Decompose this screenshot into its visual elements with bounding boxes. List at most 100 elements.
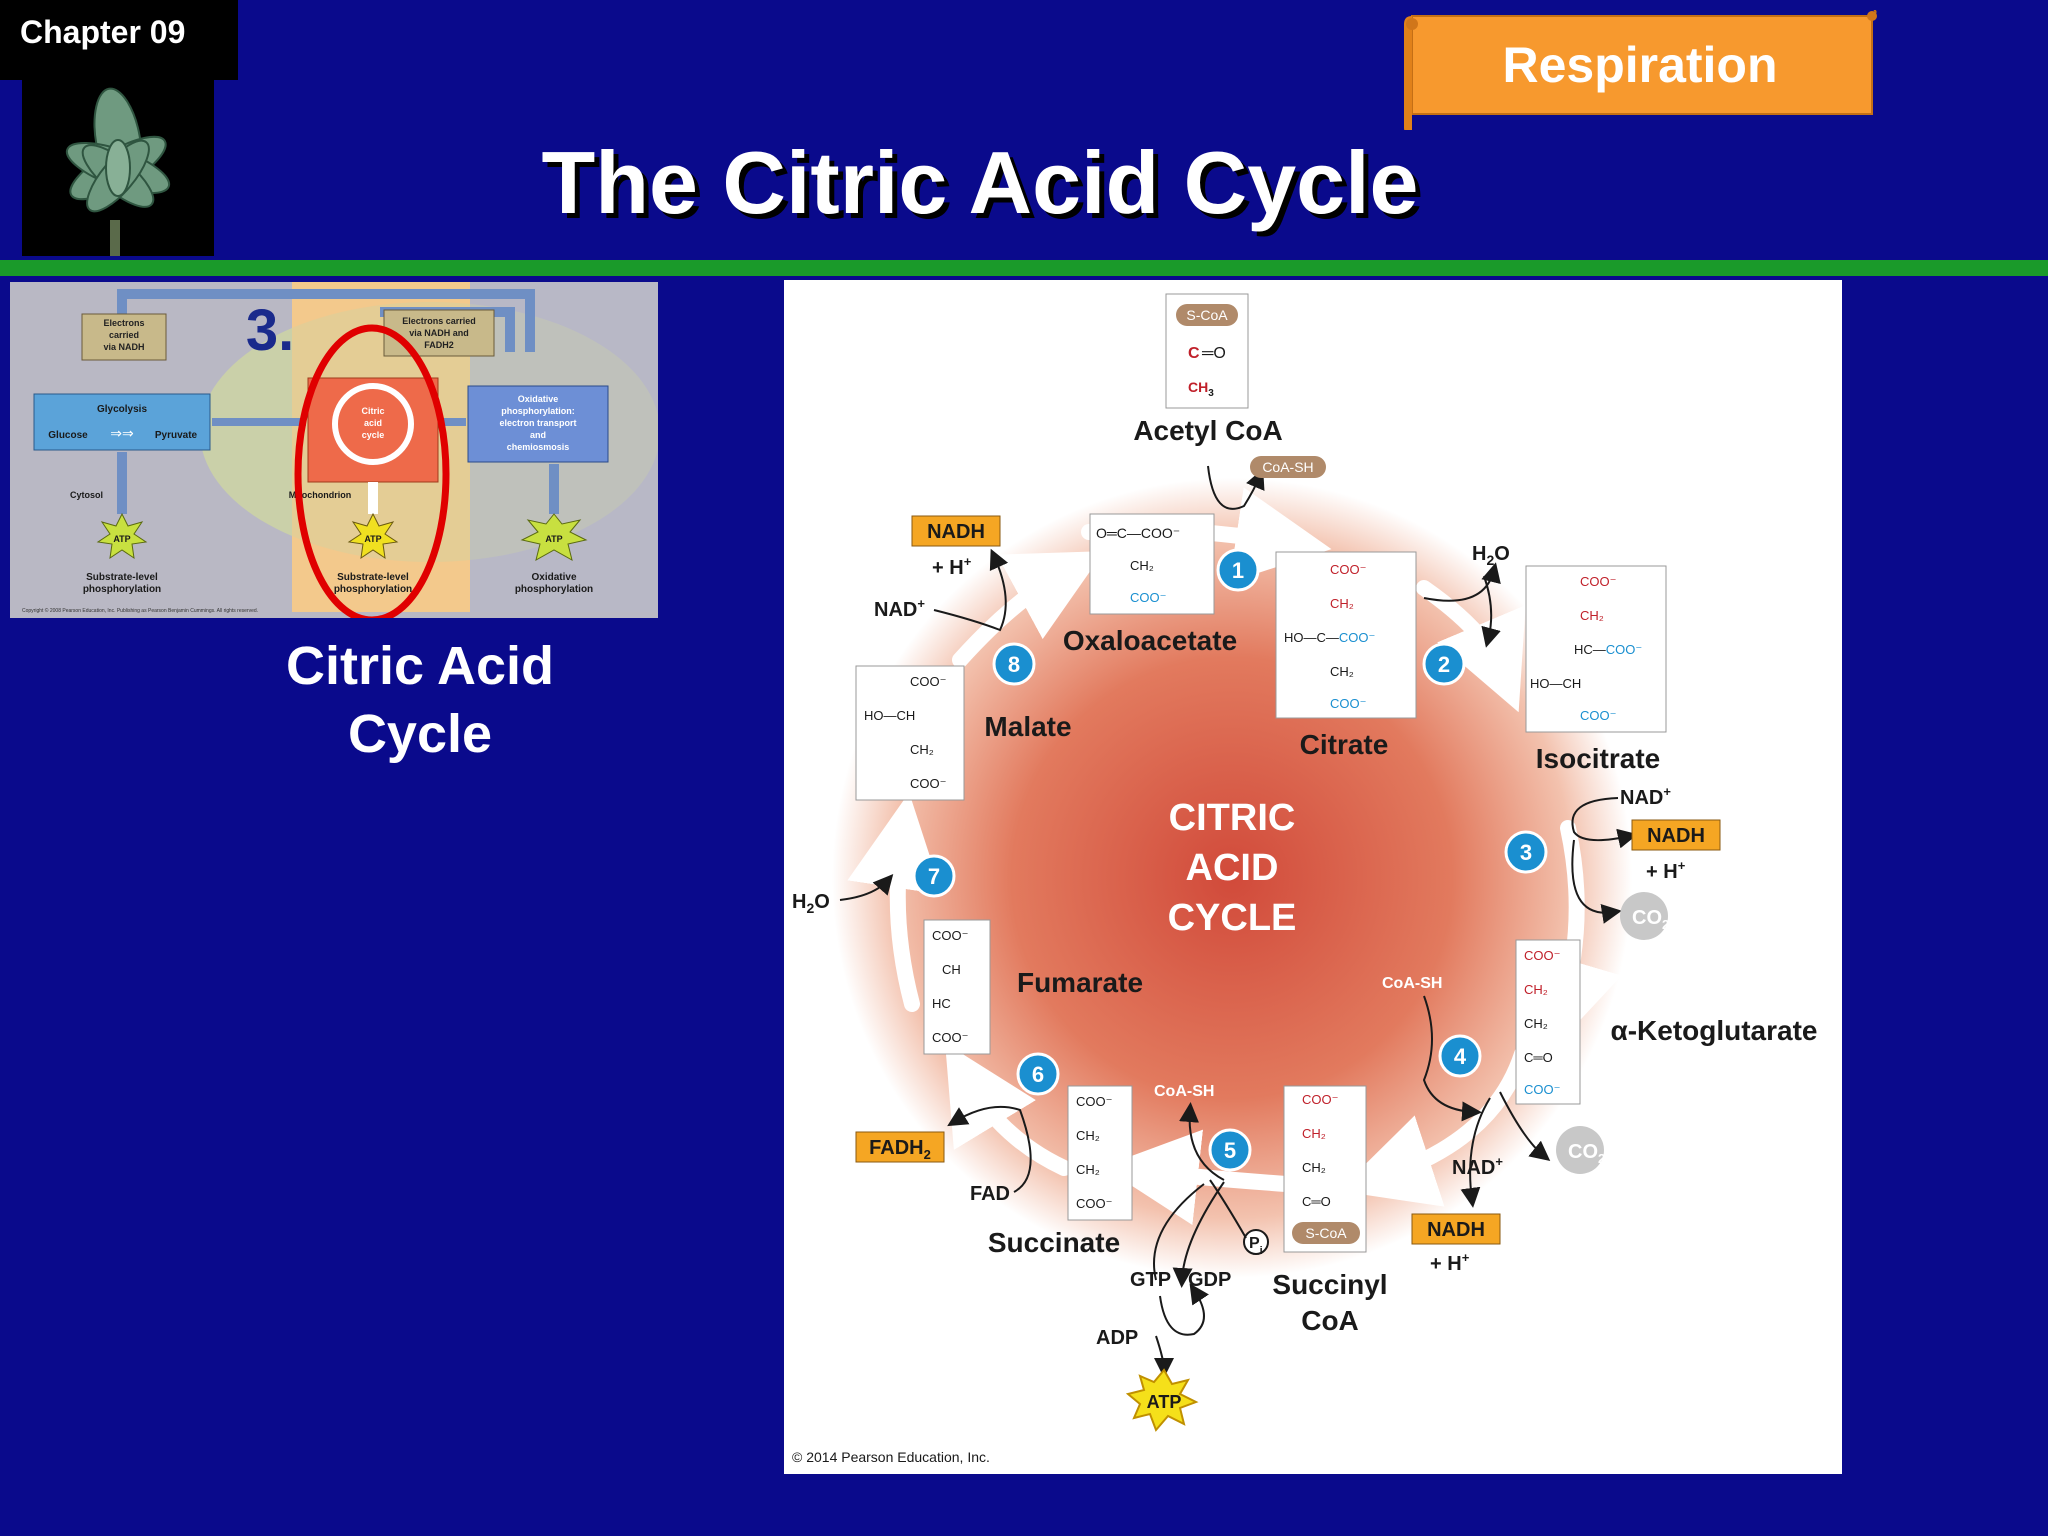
svg-text:CH₂: CH₂ bbox=[1302, 1160, 1326, 1175]
banner-text: Respiration bbox=[1502, 37, 1778, 93]
fadh2-label: FADH2 bbox=[869, 1137, 931, 1162]
fumarate-structure: COO⁻ CH HC COO⁻ bbox=[923, 919, 991, 1055]
step-8-marker: 8 bbox=[1008, 652, 1020, 677]
coa-sh-step5: CoA-SH bbox=[1154, 1083, 1214, 1100]
svg-text:and: and bbox=[530, 430, 546, 440]
center-label-line2: ACID bbox=[1186, 847, 1279, 889]
s-coa-tag: S-CoA bbox=[1305, 1225, 1347, 1241]
svg-text:COO⁻: COO⁻ bbox=[1330, 562, 1366, 577]
svg-text:phosphorylation:: phosphorylation: bbox=[501, 406, 575, 416]
nad-step3: NAD+ bbox=[1620, 784, 1671, 809]
nadh-step4: NADH bbox=[1427, 1219, 1485, 1241]
svg-text:via NADH and: via NADH and bbox=[409, 328, 469, 338]
svg-text:COO⁻: COO⁻ bbox=[1524, 1082, 1560, 1097]
adp-label: ADP bbox=[1096, 1327, 1138, 1349]
chapter-text: Chapter 09 bbox=[20, 14, 186, 50]
isocitrate-structure: COO⁻ CH₂ HC—COO⁻ HO—CH COO⁻ bbox=[1525, 565, 1667, 733]
svg-text:ATP: ATP bbox=[364, 534, 381, 544]
svg-text:CH₂: CH₂ bbox=[1076, 1162, 1100, 1177]
overview-step-number: 3. bbox=[246, 298, 294, 363]
svg-text:O═C—COO⁻: O═C—COO⁻ bbox=[1096, 525, 1180, 541]
svg-text:COO⁻: COO⁻ bbox=[1330, 696, 1366, 711]
chapter-label: Chapter 09 bbox=[0, 0, 238, 80]
svg-text:COO⁻: COO⁻ bbox=[1076, 1094, 1112, 1109]
svg-text:CH₂: CH₂ bbox=[1580, 608, 1604, 623]
center-label-line3: CYCLE bbox=[1168, 897, 1297, 939]
svg-text:C═O: C═O bbox=[1524, 1050, 1553, 1065]
h2o-step2: H2O bbox=[1472, 543, 1510, 568]
svg-text:CH₂: CH₂ bbox=[1524, 982, 1548, 997]
alpha-ketoglutarate-structure: COO⁻ CH₂ CH₂ C═O COO⁻ bbox=[1515, 939, 1581, 1105]
step-5-marker: 5 bbox=[1224, 1138, 1236, 1163]
h2o-step7: H2O bbox=[792, 891, 830, 916]
slide-title: The Citric Acid Cycle bbox=[541, 133, 1419, 232]
svg-text:COO⁻: COO⁻ bbox=[1580, 708, 1616, 723]
gdp-label: GDP bbox=[1188, 1269, 1231, 1291]
citrate-structure: COO⁻ CH₂ HO—C—COO⁻ CH₂ COO⁻ bbox=[1275, 551, 1417, 719]
svg-text:Substrate-level: Substrate-level bbox=[86, 572, 158, 583]
svg-text:acid: acid bbox=[364, 418, 382, 428]
succinyl-coa-label-2: CoA bbox=[1301, 1305, 1359, 1336]
svg-text:Oxidative: Oxidative bbox=[531, 572, 576, 583]
svg-text:HO—CH: HO—CH bbox=[1530, 676, 1581, 691]
acetyl-coa-label: Acetyl CoA bbox=[1133, 415, 1282, 446]
nad-step4: NAD+ bbox=[1452, 1154, 1503, 1179]
nadh-step8: NADH bbox=[927, 521, 985, 543]
h-plus-step8: + H+ bbox=[932, 554, 972, 579]
oxaloacetate-structure: O═C—COO⁻ CH₂ COO⁻ bbox=[1089, 513, 1215, 615]
step-1-marker: 1 bbox=[1232, 558, 1244, 583]
alpha-ketoglutarate-label: α-Ketoglutarate bbox=[1610, 1015, 1817, 1046]
overview-copyright: Copyright © 2008 Pearson Education, Inc.… bbox=[22, 607, 258, 614]
svg-text:COO⁻: COO⁻ bbox=[1580, 574, 1616, 589]
step-4-marker: 4 bbox=[1454, 1044, 1467, 1069]
svg-text:phosphorylation: phosphorylation bbox=[83, 584, 161, 595]
svg-text:CH3: CH3 bbox=[1188, 379, 1214, 399]
fad-label: FAD bbox=[970, 1183, 1010, 1205]
svg-text:C: C bbox=[1188, 345, 1200, 362]
svg-text:COO⁻: COO⁻ bbox=[1130, 590, 1166, 605]
svg-text:═O: ═O bbox=[1201, 345, 1226, 362]
step-3-marker: 3 bbox=[1520, 840, 1532, 865]
gtp-label: GTP bbox=[1130, 1269, 1171, 1291]
svg-text:Oxidative: Oxidative bbox=[518, 394, 559, 404]
oxaloacetate-label: Oxaloacetate bbox=[1063, 625, 1237, 656]
svg-text:HO—CH: HO—CH bbox=[864, 708, 915, 723]
malate-label: Malate bbox=[984, 711, 1071, 742]
pi-label: Pi bbox=[1249, 1235, 1263, 1257]
cycle-copyright: © 2014 Pearson Education, Inc. bbox=[792, 1449, 990, 1465]
svg-text:C═O: C═O bbox=[1302, 1194, 1331, 1209]
acetyl-coa-structure: S-CoA C ═O CH3 bbox=[1165, 293, 1249, 409]
mitochondrion-label: Mitochondrion bbox=[289, 490, 352, 500]
svg-text:chemiosmosis: chemiosmosis bbox=[507, 442, 570, 452]
svg-text:CH₂: CH₂ bbox=[1524, 1016, 1548, 1031]
svg-text:⇒⇒: ⇒⇒ bbox=[110, 425, 134, 441]
svg-text:S-CoA: S-CoA bbox=[1186, 307, 1228, 323]
svg-text:CH: CH bbox=[942, 962, 961, 977]
svg-text:COO⁻: COO⁻ bbox=[1302, 1092, 1338, 1107]
succinate-label: Succinate bbox=[988, 1227, 1120, 1258]
h-plus-step4: + H+ bbox=[1430, 1250, 1470, 1275]
nadh-step3: NADH bbox=[1647, 825, 1705, 847]
divider bbox=[0, 260, 2048, 276]
svg-text:COO⁻: COO⁻ bbox=[910, 776, 946, 791]
svg-text:via NADH: via NADH bbox=[103, 342, 144, 352]
svg-text:carried: carried bbox=[109, 330, 139, 340]
citric-acid-cycle-diagram: CITRIC ACID CYCLE S-CoA C ═O CH3 Acetyl … bbox=[784, 280, 1842, 1474]
svg-text:Electrons carried: Electrons carried bbox=[402, 316, 476, 326]
succinate-structure: COO⁻ CH₂ CH₂ COO⁻ bbox=[1067, 1085, 1133, 1221]
step-markers: 1 2 3 4 5 6 7 8 bbox=[912, 548, 1548, 1172]
center-label-line1: CITRIC bbox=[1169, 797, 1296, 839]
atp-label: ATP bbox=[1147, 1392, 1182, 1412]
respiration-banner: Respiration bbox=[1402, 9, 1878, 134]
coa-sh-step1: CoA-SH bbox=[1262, 459, 1313, 475]
svg-text:COO⁻: COO⁻ bbox=[932, 928, 968, 943]
electrons-nadh-label: Electrons bbox=[103, 318, 144, 328]
svg-text:ATP: ATP bbox=[545, 534, 562, 544]
overview-caption: Citric Acid Cycle bbox=[285, 636, 555, 764]
coa-sh-step4: CoA-SH bbox=[1382, 975, 1442, 992]
svg-text:COO⁻: COO⁻ bbox=[1076, 1196, 1112, 1211]
succinyl-coa-structure: COO⁻ CH₂ CH₂ C═O S-CoA bbox=[1283, 1085, 1367, 1253]
svg-text:CH₂: CH₂ bbox=[1076, 1128, 1100, 1143]
svg-text:COO⁻: COO⁻ bbox=[1524, 948, 1560, 963]
svg-text:HC—COO⁻: HC—COO⁻ bbox=[1574, 642, 1642, 657]
